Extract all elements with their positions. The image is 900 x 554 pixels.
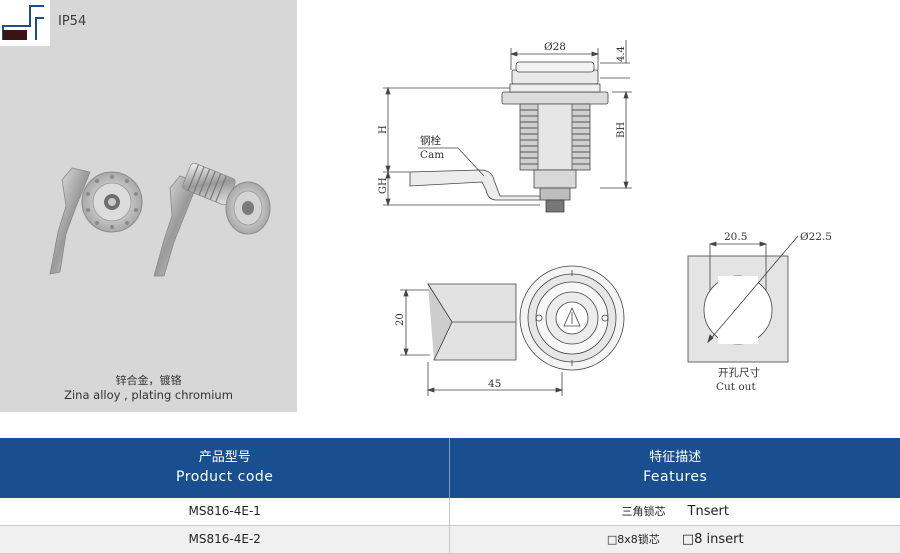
header-product-code-en: Product code — [176, 468, 274, 485]
feature-cn: □8x8锁芯 — [606, 533, 660, 547]
dim-bh: BH — [616, 122, 627, 138]
feature-cell: □8x8锁芯 □8 insert — [449, 525, 900, 554]
feature-en: Tnsert — [687, 504, 729, 520]
dim-cutout-width: 20.5 — [724, 231, 747, 243]
feature-cn: 三角锁芯 — [621, 505, 666, 519]
ip-rating-label: IP54 — [58, 14, 87, 29]
spec-table: 产品型号 Product code 特征描述 Features MS816-4E… — [0, 438, 900, 554]
header-features: 特征描述 Features — [449, 438, 900, 498]
table-row: MS816-4E-1 三角锁芯 Tnsert — [0, 497, 900, 526]
dim-gh: GH — [378, 177, 389, 194]
ip-rating-icon — [0, 0, 50, 46]
cam-label-cn: 钢栓 — [420, 134, 441, 147]
material-label-en: Zina alloy , plating chromium — [64, 388, 233, 402]
header-product-code: 产品型号 Product code — [0, 438, 451, 498]
cutout-label-en: Cut out — [716, 381, 756, 393]
dim-front-height: 20 — [395, 313, 406, 326]
feature-en: □8 insert — [681, 532, 744, 548]
material-label-cn: 锌合金，镀铬 — [115, 374, 182, 387]
dim-h: H — [378, 125, 389, 134]
dim-cutout-diameter: Ø22.5 — [800, 231, 832, 243]
cam-lock-photo — [49, 162, 271, 277]
dim-front-length: 45 — [488, 378, 501, 390]
product-photo-panel: IP54 — [0, 0, 297, 412]
cam-label-en: Cam — [420, 149, 444, 161]
header-product-code-cn: 产品型号 — [198, 449, 251, 465]
table-header-row: 产品型号 Product code 特征描述 Features — [0, 438, 900, 498]
product-code-cell: MS816-4E-2 — [0, 525, 451, 554]
table-row: MS816-4E-2 □8x8锁芯 □8 insert — [0, 525, 900, 554]
dim-top-height: 4.4 — [616, 46, 627, 62]
product-code-cell: MS816-4E-1 — [0, 497, 451, 526]
feature-cell: 三角锁芯 Tnsert — [449, 497, 900, 526]
technical-drawings: Ø28 4.4 BH H GH 钢栓 Cam 20 45 20.5 Ø22.5 … — [378, 40, 832, 396]
cutout-label-cn: 开孔尺寸 — [718, 366, 760, 379]
header-features-cn: 特征描述 — [649, 449, 702, 465]
dim-diameter-top: Ø28 — [544, 41, 566, 53]
header-features-en: Features — [643, 468, 708, 485]
